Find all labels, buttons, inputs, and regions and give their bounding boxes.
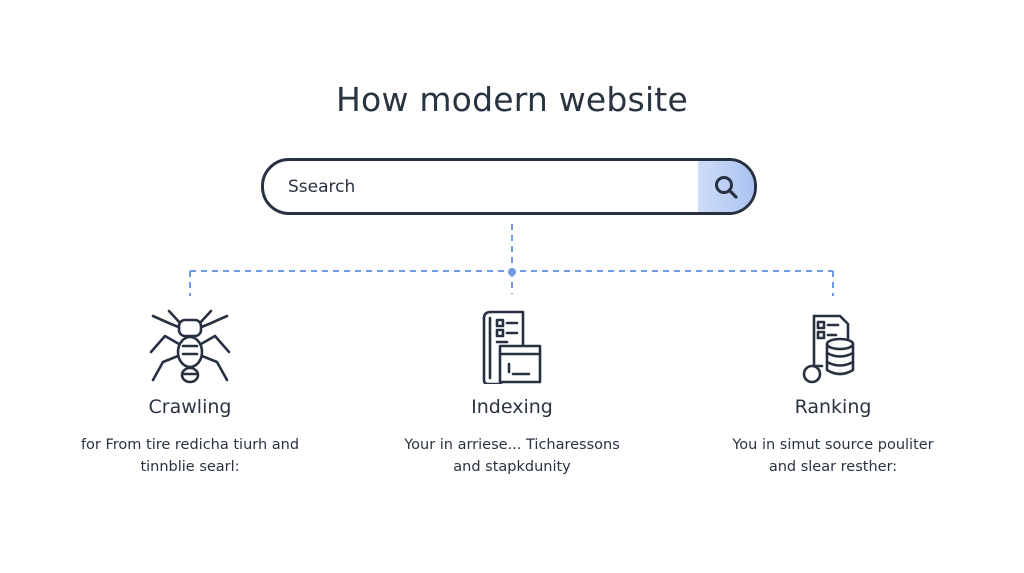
page-title: How modern website (336, 80, 688, 119)
step-description-line: Your in arriese... Ticharessons and stap… (404, 437, 620, 475)
database-document-icon (802, 314, 855, 384)
step-indexing: Indexing Your in arriese... Ticharessons… (372, 308, 652, 478)
step-crawling: Crawling for From tire redicha tiurh and… (50, 308, 330, 478)
step-description-crawling: for From tire redicha tiurh and tinnblie… (50, 434, 330, 478)
step-label-crawling: Crawling (148, 396, 232, 418)
step-label-ranking: Ranking (794, 396, 872, 418)
step-ranking: Ranking You in simut source pouliter and… (693, 308, 973, 478)
step-description-line: for From tire redicha tiurh and tinnblie… (80, 437, 300, 475)
search-button[interactable] (696, 161, 754, 212)
step-description-line: You in simut source pouliter and slear r… (732, 437, 934, 475)
step-description-indexing: Your in arriese... Ticharessons and stap… (372, 434, 652, 478)
spider-icon (149, 309, 231, 384)
connector-node (508, 268, 516, 276)
step-label-indexing: Indexing (471, 396, 553, 418)
index-document-icon (482, 310, 542, 384)
step-description-ranking: You in simut source pouliter and slear r… (693, 434, 973, 478)
search-bar[interactable] (261, 158, 757, 215)
search-icon (715, 175, 738, 199)
search-input[interactable] (264, 161, 704, 212)
